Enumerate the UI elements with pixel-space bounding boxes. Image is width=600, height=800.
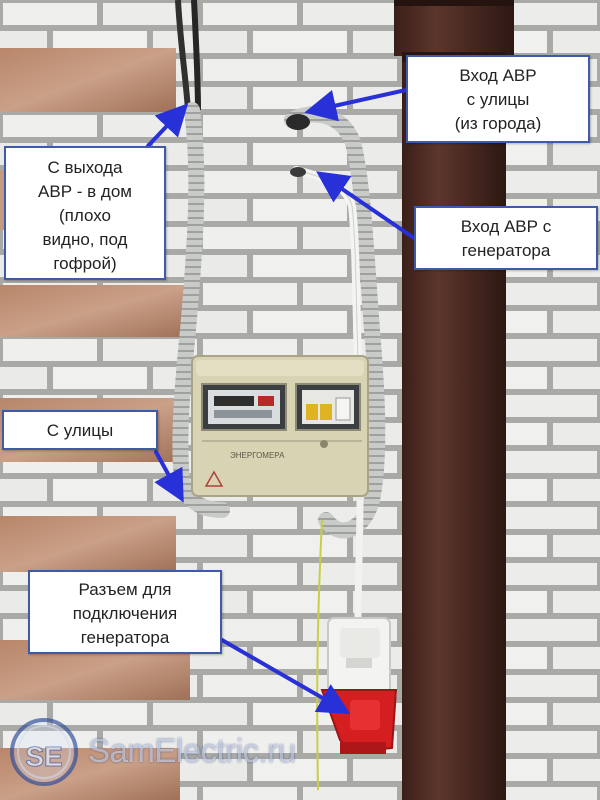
left-conduit (172, 102, 230, 518)
arrow-street-input (304, 88, 408, 122)
arrow-generator-input (316, 171, 416, 240)
watermark-logo-text: SE (25, 741, 62, 772)
callout-generator-socket: Разъем для подключения генератора (28, 570, 222, 654)
annotation-arrows (146, 88, 416, 714)
arrow-output-home (146, 103, 189, 148)
arrow-from-street (154, 450, 184, 503)
watermark-logo (10, 718, 78, 786)
watermark-site-text: SamElectric.ru (88, 732, 296, 769)
callout-generator-input: Вход АВР с генератора (414, 206, 598, 270)
arrow-generator-socket (220, 638, 351, 714)
callout-street-input: Вход АВР с улицы (из города) (406, 55, 590, 143)
watermark: SamElectric.ru (4, 716, 364, 788)
callout-from-street: С улицы (2, 410, 158, 450)
electrical-enclosure (191, 355, 369, 497)
callout-output-home: С выхода АВР - в дом (плохо видно, под г… (4, 146, 166, 280)
street-input-conduit (284, 106, 386, 539)
stone-corner (0, 48, 190, 800)
meter-brand-label: ЭНЕРГОМЕРА (230, 451, 285, 460)
downpipe (394, 0, 514, 800)
